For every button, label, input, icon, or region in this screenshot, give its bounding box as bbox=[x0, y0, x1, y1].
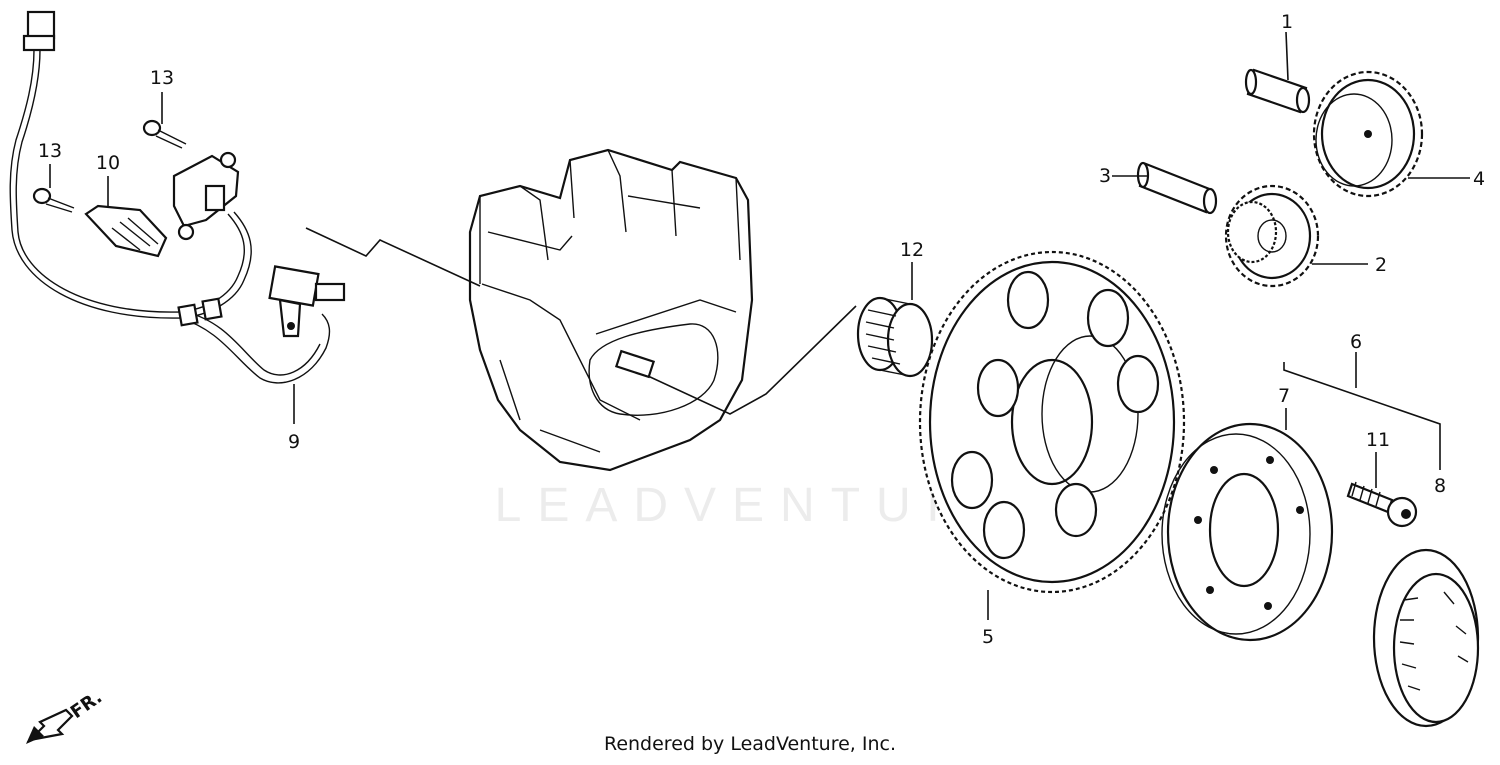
callout-leaders bbox=[49, 31, 1470, 620]
callout-4: 4 bbox=[1473, 168, 1485, 190]
callout-3: 3 bbox=[1099, 165, 1111, 187]
part-13-bolt-upper[interactable] bbox=[142, 119, 187, 149]
callout-labels: 1 2 3 4 5 6 7 8 9 10 11 12 13 13 bbox=[38, 11, 1485, 648]
footer-credit: Rendered by LeadVenture, Inc. bbox=[603, 733, 897, 755]
part-12-needle-bearing[interactable] bbox=[856, 296, 934, 378]
callout-5: 5 bbox=[982, 626, 994, 648]
engine-leader-left bbox=[305, 227, 481, 287]
callout-1: 1 bbox=[1281, 11, 1293, 33]
callout-13-upper: 13 bbox=[150, 67, 174, 89]
part-5-starter-driven-gear[interactable] bbox=[918, 250, 1186, 594]
callout-6: 6 bbox=[1350, 331, 1362, 353]
callout-7: 7 bbox=[1278, 385, 1290, 407]
part-11-socket-bolt[interactable] bbox=[1346, 481, 1418, 528]
callout-13-lower: 13 bbox=[38, 140, 62, 162]
callout-8: 8 bbox=[1434, 475, 1446, 497]
part-4-starter-idle-gear[interactable] bbox=[1312, 70, 1424, 198]
callout-9: 9 bbox=[288, 431, 300, 453]
callout-10: 10 bbox=[96, 152, 120, 174]
part-1-idle-gear-shaft[interactable] bbox=[1244, 68, 1311, 114]
part-3-reduction-gear-shaft[interactable] bbox=[1136, 161, 1218, 215]
callout-2: 2 bbox=[1375, 254, 1387, 276]
part-7-starter-clutch-outer[interactable] bbox=[1161, 422, 1334, 642]
front-direction-label: FR. bbox=[67, 687, 106, 723]
engine-leader-right bbox=[647, 305, 857, 415]
engine-block bbox=[468, 148, 754, 472]
callout-12: 12 bbox=[900, 239, 924, 261]
part-10-sensor-cover[interactable] bbox=[84, 151, 240, 258]
part-8-one-way-clutch[interactable] bbox=[1372, 548, 1480, 728]
part-13-bolt-lower[interactable] bbox=[32, 187, 75, 213]
callout-11: 11 bbox=[1366, 429, 1390, 451]
part-9-pulse-generator-harness[interactable] bbox=[9, 10, 346, 384]
part-2-starter-reduction-gear[interactable] bbox=[1224, 184, 1320, 288]
